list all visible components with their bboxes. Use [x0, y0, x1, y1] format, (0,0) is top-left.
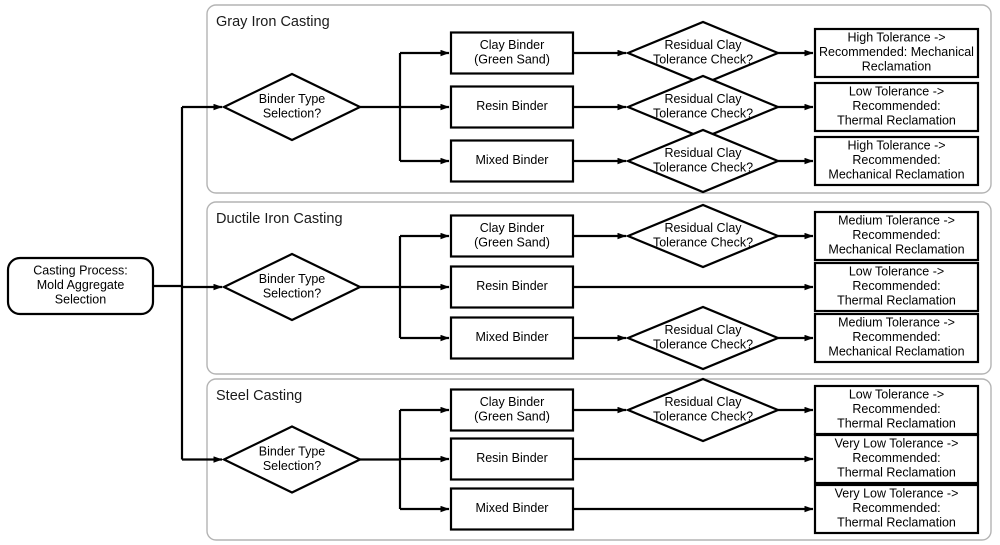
binder-box-label-ductile-iron-casting-1: Resin Binder	[476, 279, 548, 293]
group-title-ductile-iron-casting: Ductile Iron Casting	[216, 211, 343, 227]
binder-box-ductile-iron-casting-0[interactable]	[449, 214, 575, 258]
binder-box-label-gray-iron-casting-1: Resin Binder	[476, 99, 548, 113]
binder-box-ductile-iron-casting-1[interactable]	[449, 265, 575, 309]
binder-box-label-gray-iron-casting-2: Mixed Binder	[476, 153, 549, 167]
outcome-box-label-ductile-iron-casting-1: Low Tolerance ->Recommended:Thermal Recl…	[837, 265, 956, 308]
binder-box-steel-casting-1[interactable]	[449, 437, 575, 481]
binder-box-label-gray-iron-casting-0: Clay Binder(Green Sand)	[474, 38, 550, 67]
outcome-box-ductile-iron-casting-2[interactable]	[813, 312, 980, 364]
group-title-gray-iron-casting: Gray Iron Casting	[216, 14, 330, 30]
outcome-box-label-ductile-iron-casting-2: Medium Tolerance ->Recommended:Mechanica…	[828, 316, 964, 359]
binder-box-label-ductile-iron-casting-2: Mixed Binder	[476, 330, 549, 344]
binder-box-steel-casting-2[interactable]	[449, 487, 575, 531]
outcome-box-label-ductile-iron-casting-0: Medium Tolerance ->Recommended:Mechanica…	[828, 214, 964, 257]
outcome-box-ductile-iron-casting-0[interactable]	[813, 210, 980, 262]
outcome-box-label-gray-iron-casting-2: High Tolerance ->Recommended:Mechanical …	[828, 139, 964, 182]
outcome-box-label-steel-casting-1: Very Low Tolerance ->Recommended:Thermal…	[835, 437, 959, 480]
outcome-box-label-steel-casting-0: Low Tolerance ->Recommended:Thermal Recl…	[837, 388, 956, 431]
outcome-box-gray-iron-casting-0[interactable]	[813, 27, 980, 79]
outcome-box-label-steel-casting-2: Very Low Tolerance ->Recommended:Thermal…	[835, 487, 959, 530]
outcome-box-label-gray-iron-casting-1: Low Tolerance ->Recommended:Thermal Recl…	[837, 85, 956, 128]
binder-box-gray-iron-casting-0[interactable]	[449, 31, 575, 75]
group-title-steel-casting: Steel Casting	[216, 388, 302, 404]
binder-box-steel-casting-0[interactable]	[449, 388, 575, 432]
binder-box-label-steel-casting-0: Clay Binder(Green Sand)	[474, 395, 550, 424]
binder-box-label-steel-casting-1: Resin Binder	[476, 451, 548, 465]
outcome-box-steel-casting-2[interactable]	[813, 483, 980, 535]
binder-box-label-steel-casting-2: Mixed Binder	[476, 501, 549, 515]
outcome-box-label-gray-iron-casting-0: High Tolerance ->Recommended: Mechanical…	[819, 31, 974, 74]
outcome-box-gray-iron-casting-2[interactable]	[813, 135, 980, 187]
outcome-box-steel-casting-1[interactable]	[813, 433, 980, 485]
binder-box-label-ductile-iron-casting-0: Clay Binder(Green Sand)	[474, 221, 550, 250]
outcome-box-ductile-iron-casting-1[interactable]	[813, 261, 980, 313]
outcome-box-gray-iron-casting-1[interactable]	[813, 81, 980, 133]
